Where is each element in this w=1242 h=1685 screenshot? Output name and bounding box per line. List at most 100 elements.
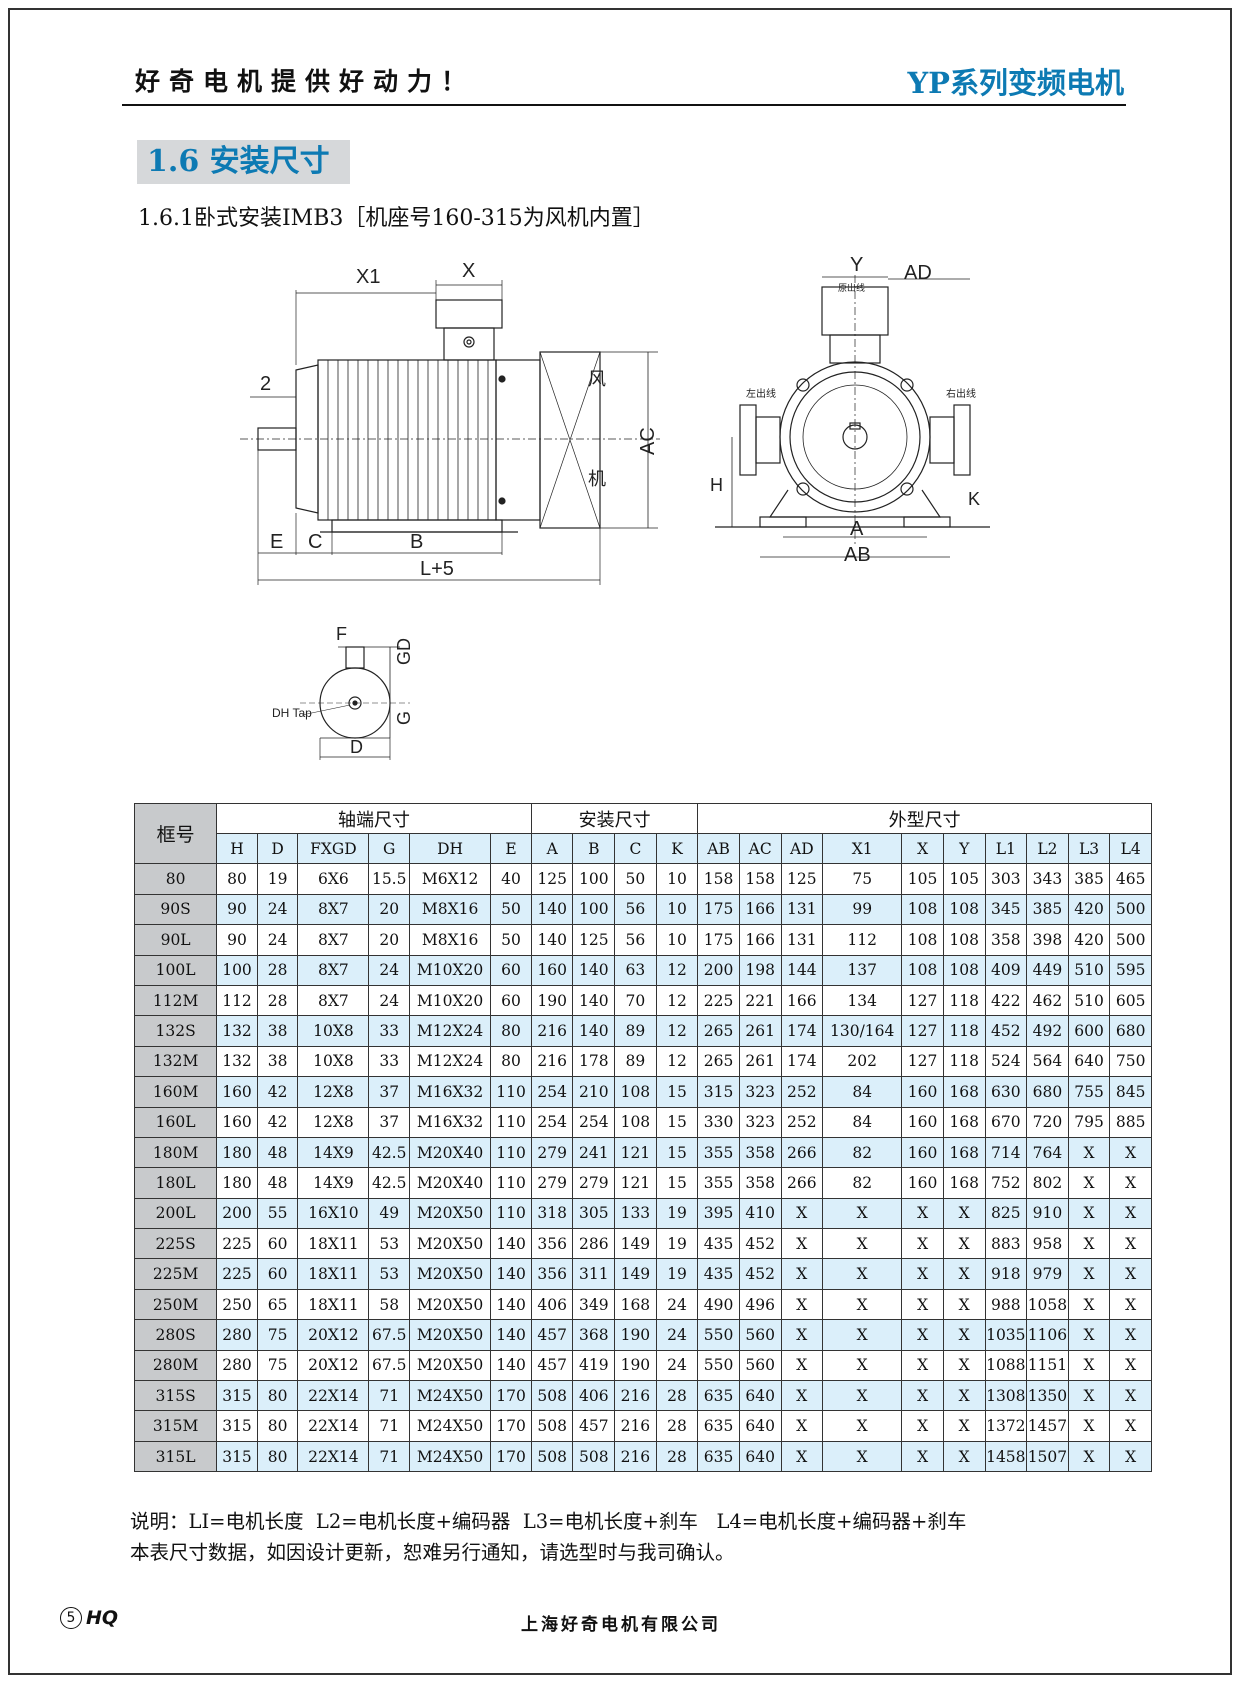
header-slogan: 好奇电机提供好动力！	[135, 67, 476, 96]
table-cell: 385	[1026, 893, 1069, 926]
table-cell: X	[780, 1258, 824, 1290]
table-cell: 216	[614, 1410, 657, 1442]
table-cell: 508	[530, 1410, 574, 1442]
table-cell: 670	[984, 1106, 1028, 1138]
table-cell: 110	[490, 1136, 532, 1169]
label-fan-1: 风	[588, 369, 606, 389]
table-cell: 99	[822, 893, 903, 926]
table-cell: X	[1109, 1197, 1152, 1230]
table-cell: 19	[655, 1228, 699, 1260]
column-header: AC	[738, 832, 782, 865]
table-cell: 38	[256, 1015, 299, 1047]
table-cell: X	[822, 1440, 903, 1473]
table-cell: X	[1067, 1410, 1111, 1442]
label-c: C	[308, 531, 322, 553]
table-cell: 100	[572, 893, 616, 926]
table-cell: M16X32	[409, 1076, 492, 1108]
table-cell: 170	[490, 1380, 532, 1412]
table-cell: 28	[256, 954, 299, 986]
table-cell: 22X14	[297, 1410, 370, 1442]
table-cell: M20X40	[409, 1167, 492, 1199]
table-cell: 140	[530, 924, 574, 956]
table-cell: 755	[1067, 1076, 1111, 1108]
row-frame-number: 80	[133, 863, 218, 895]
table-cell: 158	[738, 863, 782, 895]
table-cell: 19	[655, 1197, 699, 1230]
table-cell: 140	[572, 984, 616, 1017]
table-cell: 118	[942, 984, 986, 1017]
table-cell: 640	[738, 1440, 782, 1473]
table-cell: 216	[530, 1045, 574, 1078]
table-cell: X	[1109, 1349, 1152, 1382]
mounting-dimension-drawings: X1 X 2 AC 风 机 E C B L+5	[240, 255, 990, 760]
table-cell: 465	[1109, 863, 1152, 895]
table-cell: 170	[490, 1410, 532, 1442]
table-cell: 8X7	[297, 954, 370, 986]
table-cell: 303	[984, 863, 1028, 895]
table-cell: X	[1067, 1136, 1111, 1169]
table-cell: 160	[216, 1106, 258, 1138]
table-cell: 110	[490, 1076, 532, 1108]
table-cell: 132	[216, 1015, 258, 1047]
table-cell: 168	[942, 1136, 986, 1169]
table-cell: 225	[216, 1258, 258, 1290]
column-header: L3	[1067, 832, 1111, 865]
table-cell: 318	[530, 1197, 574, 1230]
table-cell: 457	[530, 1349, 574, 1382]
table-cell: 720	[1026, 1106, 1069, 1138]
table-cell: 254	[530, 1106, 574, 1138]
row-frame-number: 90L	[133, 924, 218, 956]
label-fan-2: 机	[588, 469, 606, 489]
label-a: A	[850, 518, 864, 540]
table-cell: 33	[368, 1045, 411, 1078]
table-cell: 121	[614, 1136, 657, 1169]
table-cell: 75	[256, 1319, 299, 1351]
table-cell: X	[901, 1440, 944, 1473]
table-cell: 160	[901, 1106, 944, 1138]
table-cell: X	[942, 1319, 986, 1351]
table-cell: 37	[368, 1076, 411, 1108]
label-b: B	[410, 531, 423, 553]
table-cell: 28	[655, 1380, 699, 1412]
table-cell: 110	[490, 1197, 532, 1230]
table-cell: X	[822, 1228, 903, 1260]
column-header: A	[530, 832, 574, 865]
table-cell: 18X11	[297, 1228, 370, 1260]
table-cell: 358	[984, 924, 1028, 956]
table-cell: 883	[984, 1228, 1028, 1260]
table-cell: 1106	[1026, 1319, 1069, 1351]
table-cell: 19	[655, 1258, 699, 1290]
label-x: X	[462, 260, 475, 282]
table-cell: 14X9	[297, 1167, 370, 1199]
table-cell: 254	[572, 1106, 616, 1138]
table-cell: M24X50	[409, 1410, 492, 1442]
table-cell: 71	[368, 1380, 411, 1412]
table-cell: X	[901, 1410, 944, 1442]
table-cell: 149	[614, 1258, 657, 1290]
column-header: D	[256, 832, 299, 865]
table-cell: 261	[738, 1015, 782, 1047]
table-cell: 635	[697, 1410, 740, 1442]
notes: 说明：LI=电机长度 L2=电机长度+编码器 L3=电机长度+刹车 L4=电机长…	[130, 1506, 966, 1568]
table-cell: M24X50	[409, 1440, 492, 1473]
table-cell: 560	[738, 1319, 782, 1351]
table-cell: 265	[697, 1045, 740, 1078]
table-cell: M10X20	[409, 954, 492, 986]
table-cell: 252	[780, 1076, 824, 1108]
label-g: G	[394, 711, 414, 725]
table-cell: 358	[738, 1167, 782, 1199]
table-cell: 1372	[984, 1410, 1028, 1442]
table-cell: 160	[901, 1136, 944, 1169]
table-cell: 28	[655, 1410, 699, 1442]
table-cell: X	[901, 1258, 944, 1290]
table-cell: 133	[614, 1197, 657, 1230]
table-cell: 65	[256, 1288, 299, 1321]
table-cell: 490	[697, 1288, 740, 1321]
table-cell: 15	[655, 1106, 699, 1138]
table-cell: 254	[530, 1076, 574, 1108]
table-cell: X	[901, 1197, 944, 1230]
shaft-detail-drawing: F GD G D DH Tap	[272, 624, 414, 760]
table-cell: 640	[738, 1410, 782, 1442]
